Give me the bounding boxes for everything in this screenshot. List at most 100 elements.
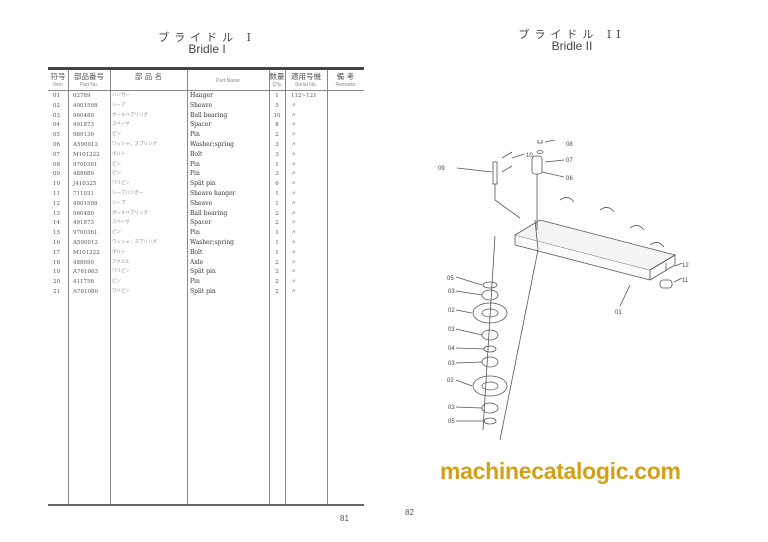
cell-part-no: 62789: [73, 93, 91, 99]
cell-serial: 〃: [291, 181, 297, 188]
cell-part-no: 488690: [73, 259, 94, 266]
cell-qty: 1: [275, 200, 279, 207]
cell-serial: 〃: [291, 230, 297, 237]
cell-name: Ball bearing: [190, 209, 228, 217]
cell-name-jp: ワッシャ；スプリング: [112, 240, 157, 245]
cell-name: Sheave hanger: [190, 190, 236, 197]
svg-text:03: 03: [448, 327, 455, 333]
cell-item: 15: [53, 230, 60, 237]
cell-name: Split pin: [190, 288, 216, 295]
cell-name-jp: ボルト: [112, 151, 126, 157]
cell-name-jp: ワリピン: [112, 269, 130, 275]
cell-serial: 〃: [291, 122, 297, 129]
cell-serial: 112~121: [291, 93, 317, 99]
cell-serial: 〃: [291, 220, 297, 227]
cell-qty: 2: [275, 210, 279, 217]
cell-name: Pin: [190, 160, 200, 168]
cell-name-jp: スペーサ: [112, 122, 130, 128]
cell-qty: 2: [275, 132, 279, 139]
cell-name-jp: シーブ: [112, 102, 126, 108]
cell-qty: 3: [275, 151, 279, 158]
cell-name-jp: ピン: [112, 230, 121, 236]
column-header-jp: 数量: [269, 72, 285, 81]
cell-name: Spacer: [190, 121, 212, 129]
cell-serial: 〃: [291, 171, 297, 178]
cell-name: Axle: [190, 258, 204, 266]
cell-part-no: A590012: [73, 240, 98, 246]
cell-serial: 〃: [291, 112, 297, 119]
svg-text:10: 10: [526, 153, 533, 159]
cell-item: 11: [53, 191, 60, 197]
cell-qty: 1: [275, 161, 279, 168]
cell-part-no: A761063: [73, 269, 98, 276]
cell-item: 20: [53, 279, 60, 286]
cell-name-jp: ボルト: [112, 249, 126, 255]
svg-text:11: 11: [682, 278, 689, 284]
cell-part-no: 711031: [73, 191, 94, 197]
cell-part-no: 960480: [73, 210, 94, 217]
cell-name: Split pin: [190, 268, 216, 276]
cell-item: 14: [53, 220, 60, 227]
cell-part-no: 4001598: [73, 200, 98, 207]
column-header-en: Part No.: [79, 82, 99, 88]
cell-item: 12: [53, 200, 60, 207]
column-header-en: Item: [53, 82, 63, 88]
cell-serial: 〃: [291, 259, 297, 266]
cell-serial: 〃: [291, 279, 297, 286]
cell-serial: 〃: [291, 191, 297, 197]
svg-text:04: 04: [448, 346, 455, 352]
cell-name-jp: ボールベアリング: [112, 210, 148, 216]
cell-qty: 1: [275, 191, 279, 197]
cell-part-no: 9700361: [73, 230, 98, 237]
cell-name: Washer;spring: [190, 239, 235, 246]
cell-name-jp: ピン: [112, 171, 121, 177]
svg-text:03: 03: [448, 361, 455, 367]
cell-name-jp: スペーサ: [112, 220, 130, 226]
cell-name: Ball bearing: [190, 111, 228, 119]
cell-item: 01: [53, 93, 60, 99]
cell-serial: 〃: [291, 240, 297, 246]
page-number-right: 82: [405, 508, 414, 517]
cell-item: 02: [53, 102, 60, 109]
left-title-en: Bridle I: [188, 42, 226, 56]
cell-part-no: 9700361: [73, 161, 98, 168]
cell-name: Pin: [190, 131, 200, 139]
cell-qty: 6: [275, 181, 279, 188]
column-header: Part Name: [187, 77, 269, 86]
cell-serial: 〃: [291, 151, 297, 158]
cell-part-no: 491873: [73, 220, 94, 227]
cell-serial: 〃: [291, 289, 297, 295]
column-header-jp: 部品番号: [74, 72, 104, 81]
svg-text:05: 05: [447, 276, 454, 282]
right-title-en: Bridle II: [551, 39, 593, 53]
cell-name: Washer;spring: [190, 141, 235, 148]
cell-name: Pin: [190, 229, 200, 237]
cell-name-jp: ワリピン: [112, 289, 130, 294]
cell-qty: 3: [275, 171, 279, 178]
cell-part-no: 491873: [73, 122, 94, 129]
column-header-jp: 符号: [50, 72, 66, 81]
cell-serial: 〃: [291, 249, 297, 256]
cell-qty: 2: [275, 289, 279, 295]
cell-item: 06: [53, 142, 60, 148]
cell-serial: 〃: [291, 132, 297, 139]
